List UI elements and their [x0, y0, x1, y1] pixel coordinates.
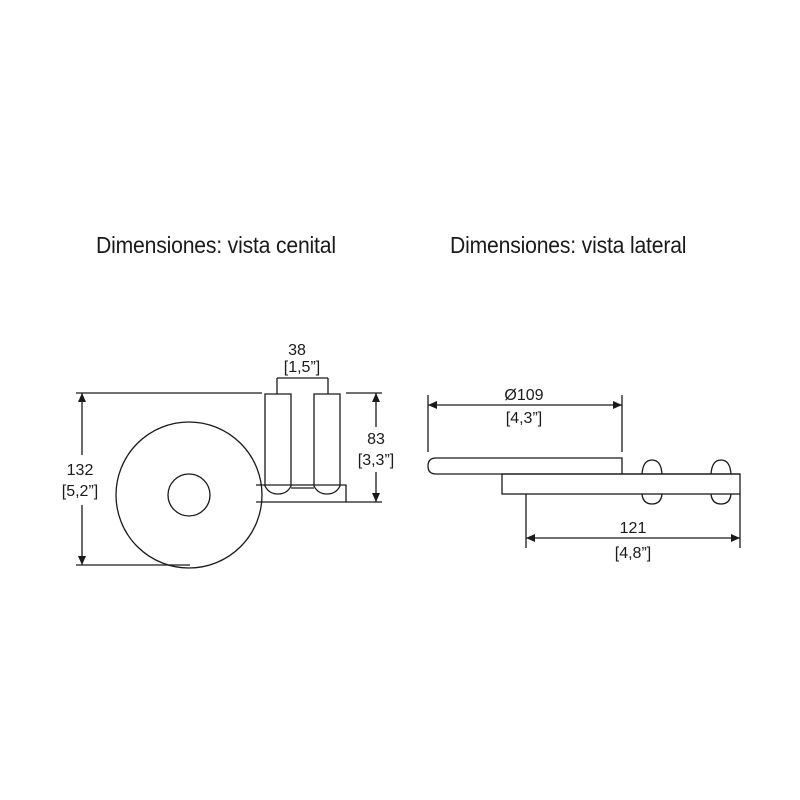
arrowhead-132-top	[78, 393, 86, 402]
dim-38-mm: 38	[288, 342, 306, 359]
title-side-view: Dimensiones: vista lateral	[450, 232, 687, 258]
arrowhead-83-top	[372, 393, 380, 402]
dish-plate-side	[427, 457, 623, 475]
arrowhead-132-bottom	[78, 556, 86, 565]
bracket-arm-right	[313, 393, 341, 495]
dim-109-in: [4,3”]	[506, 410, 542, 427]
dish-center-hole	[167, 473, 211, 517]
arrowhead-109-left	[428, 401, 437, 409]
bracket-arm-left	[264, 393, 292, 495]
dim-109-mm: Ø109	[504, 387, 543, 404]
fixing-screw-right-bottom	[710, 493, 732, 505]
arrowhead-83-bottom	[372, 493, 380, 502]
dim-132-in: [5,2”]	[62, 483, 98, 500]
dim-83-in: [3,3”]	[358, 452, 394, 469]
dish-outline	[115, 421, 263, 569]
fixing-screw-left-bottom	[641, 493, 663, 505]
fixing-screw-left-top	[641, 459, 663, 475]
top-view-drawing	[76, 377, 382, 569]
arrowhead-121-left	[526, 534, 535, 542]
dim-121-mm: 121	[620, 520, 647, 537]
side-view-drawing	[427, 395, 741, 548]
mounting-bar-side	[501, 473, 741, 495]
arrowhead-109-right	[613, 401, 622, 409]
fixing-screw-right-top	[710, 459, 732, 475]
dim-83-mm: 83	[367, 431, 385, 448]
dim-38-in: [1,5”]	[284, 359, 320, 376]
arrowhead-121-right	[731, 534, 740, 542]
title-top-view: Dimensiones: vista cenital	[96, 232, 336, 258]
dim-121-in: [4,8”]	[615, 545, 651, 562]
bracket-base	[256, 484, 347, 503]
dim-132-mm: 132	[67, 462, 94, 479]
